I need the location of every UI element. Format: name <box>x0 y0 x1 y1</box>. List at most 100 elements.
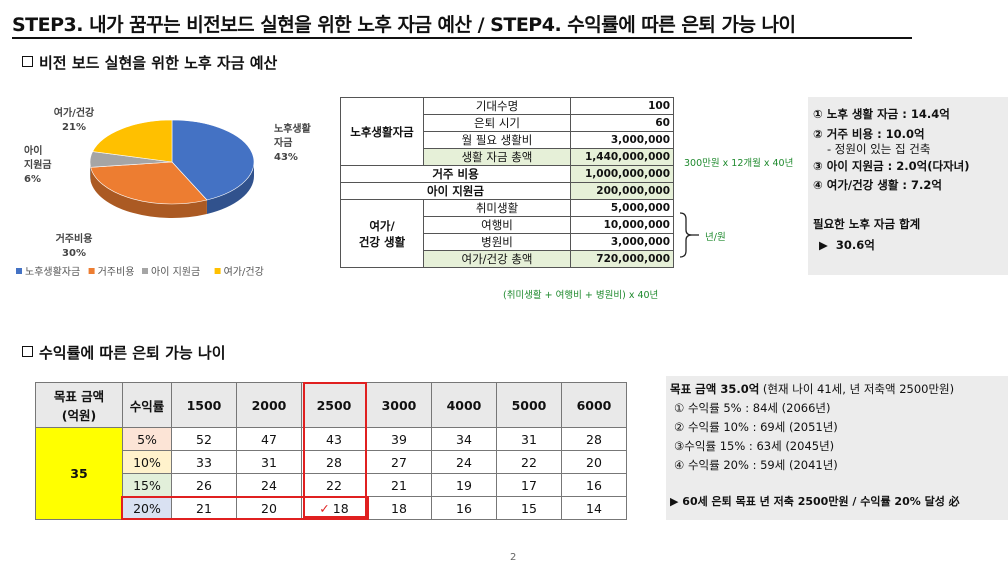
summary-item: ① 노후 생활 자금 : 14.4억 <box>813 107 950 121</box>
row-label: 거주 비용 <box>340 165 571 183</box>
checkbox-bullet-icon <box>22 346 33 357</box>
pie-data-label: 6% <box>24 174 41 185</box>
pie-data-label: 노후생활 <box>274 122 312 135</box>
page-number: 2 <box>510 552 517 563</box>
row-value: 3,000,000 <box>570 233 674 251</box>
scenario-item: ④ 수익률 20% : 59세 (2041년) <box>674 458 838 472</box>
scenario-item: ③수익률 15% : 63세 (2045년) <box>674 439 835 453</box>
age-cell: 20 <box>561 450 627 474</box>
group-label-line: 건강 생활 <box>358 234 406 249</box>
age-cell: 28 <box>561 427 627 451</box>
row-value: 1,000,000,000 <box>570 165 674 183</box>
row-label: 생활 자금 총액 <box>423 148 571 166</box>
savings-column-header: 3000 <box>366 382 432 428</box>
section-title: 수익률에 따른 은퇴 가능 나이 <box>39 344 226 362</box>
page-title: STEP3. 내가 꿈꾸는 비전보드 실현을 위한 노후 자금 예산 / STE… <box>12 14 796 36</box>
age-cell: 34 <box>431 427 497 451</box>
age-cell: 52 <box>171 427 237 451</box>
legend-swatch <box>214 268 221 274</box>
age-cell: 20 <box>236 496 302 520</box>
goal-amount-label: 목표 금액 35.0억 <box>670 382 760 396</box>
total-value-text: 30.6억 <box>835 238 875 252</box>
rate-cell: 10% <box>122 450 172 474</box>
scenario-item: ① 수익률 5% : 84세 (2066년) <box>674 401 831 415</box>
group-label: 노후생활자금 <box>340 97 424 166</box>
age-cell: 43 <box>301 427 367 451</box>
group-label-line: 여가/ <box>369 218 395 233</box>
budget-summary-box: ① 노후 생활 자금 : 14.4억 ② 거주 비용 : 10.0억 - 정원이… <box>808 97 1008 275</box>
goal-header: 목표 금액 (억원) <box>35 382 123 428</box>
row-value: 720,000,000 <box>570 250 674 268</box>
savings-column-header: 5000 <box>496 382 562 428</box>
checkbox-bullet-icon <box>22 56 33 67</box>
age-cell: 24 <box>236 473 302 497</box>
age-cell: 24 <box>431 450 497 474</box>
age-value: 18 <box>332 500 349 516</box>
row-value: 10,000,000 <box>570 216 674 234</box>
legend-label: 아이 지원금 <box>151 266 200 278</box>
rate-cell: 20% <box>122 496 172 520</box>
goal-amount-cell: 35 <box>35 427 123 520</box>
scenario-item: ② 수익률 10% : 69세 (2051년) <box>674 420 838 434</box>
savings-column-header: 4000 <box>431 382 497 428</box>
retirement-summary-box: 목표 금액 35.0억 (현재 나이 41세, 년 저축액 2500만원) ① … <box>666 376 1008 520</box>
age-cell: 22 <box>496 450 562 474</box>
row-label: 월 필요 생활비 <box>423 131 571 149</box>
age-cell: 28 <box>301 450 367 474</box>
leisure-calc-note: (취미생활 + 여행비 + 병원비) x 40년 <box>503 290 659 301</box>
row-value: 1,440,000,000 <box>570 148 674 166</box>
pie-slice <box>92 119 173 163</box>
age-cell: 27 <box>366 450 432 474</box>
pie-data-label: 아이 <box>24 144 42 157</box>
savings-column-header: 6000 <box>561 382 627 428</box>
legend-label: 노후생활자금 <box>25 265 80 278</box>
rate-cell: 15% <box>122 473 172 497</box>
legend-swatch <box>16 268 22 274</box>
legend-swatch <box>142 268 148 274</box>
goal-header-line: (억원) <box>61 408 97 423</box>
pie-data-label: 43% <box>274 152 298 163</box>
rate-cell: 5% <box>122 427 172 451</box>
age-cell: 31 <box>496 427 562 451</box>
section-title: 비전 보드 실현을 위한 노후 자금 예산 <box>39 54 278 72</box>
age-cell: 19 <box>431 473 497 497</box>
age-cell: 14 <box>561 496 627 520</box>
summary-item: ② 거주 비용 : 10.0억 <box>813 127 925 141</box>
summary-subitem: - 정원이 있는 집 건축 <box>827 142 931 156</box>
legend-label: 여가/건강 <box>224 266 264 278</box>
age-cell: 16 <box>561 473 627 497</box>
savings-column-header: 2500 <box>301 382 367 428</box>
row-label: 기대수명 <box>423 97 571 115</box>
row-label: 은퇴 시기 <box>423 114 571 132</box>
pie-slice-side <box>206 162 254 215</box>
savings-column-header: 2000 <box>236 382 302 428</box>
age-cell: 26 <box>171 473 237 497</box>
age-cell: 18 <box>366 496 432 520</box>
pie-data-label: 거주비용 <box>56 232 93 245</box>
legend-label: 거주비용 <box>98 266 135 278</box>
group-label: 여가/건강 생활 <box>340 199 424 268</box>
rate-header: 수익률 <box>122 382 172 428</box>
row-value: 200,000,000 <box>570 182 674 200</box>
pie-data-label: 30% <box>62 248 86 259</box>
pie-data-label: 21% <box>62 122 86 133</box>
triangle-right-icon: ▶ <box>819 238 828 252</box>
checkmark-icon: ✓ <box>319 500 330 516</box>
age-cell: 21 <box>171 496 237 520</box>
age-cell: 21 <box>366 473 432 497</box>
age-cell: ✓18 <box>301 496 367 520</box>
title-underline <box>12 37 912 39</box>
goal-header-line: 목표 금액 <box>53 389 105 404</box>
row-label: 여행비 <box>423 216 571 234</box>
per-year-note: 년/원 <box>705 232 726 243</box>
summary-total-label: 필요한 노후 자금 합계 <box>813 217 921 231</box>
age-cell: 33 <box>171 450 237 474</box>
section-heading-budget: 비전 보드 실현을 위한 노후 자금 예산 <box>22 52 277 73</box>
row-label: 아이 지원금 <box>340 182 571 200</box>
pie-slice-side <box>90 167 207 218</box>
age-cell: 22 <box>301 473 367 497</box>
pie-slice <box>171 119 255 201</box>
